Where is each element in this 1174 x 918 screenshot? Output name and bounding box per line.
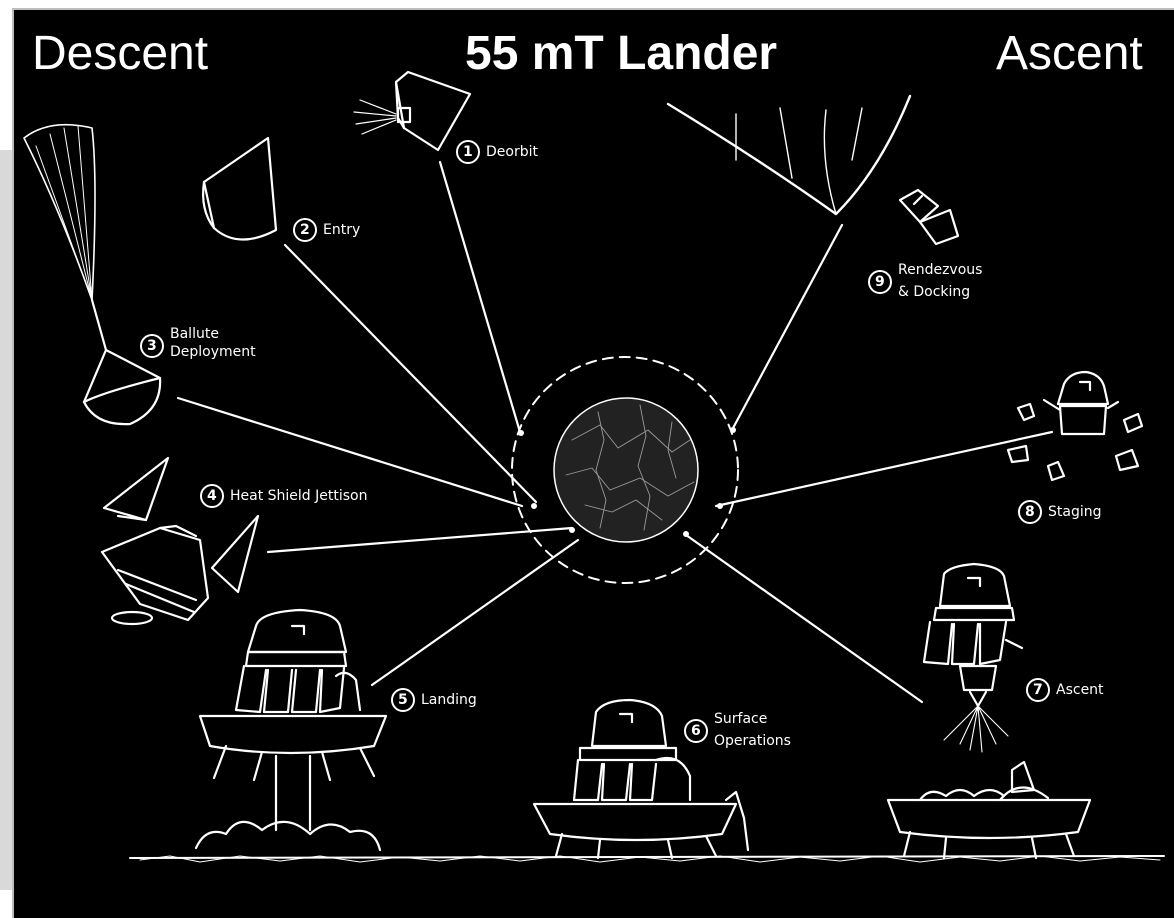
trajectory-deorbit <box>440 162 520 432</box>
stage-2-label: Entry <box>323 222 360 238</box>
lander-ascent <box>888 564 1090 858</box>
capsule-entry <box>203 138 276 240</box>
trajectory-rendezvous <box>732 225 842 430</box>
stage-1-number: 1 <box>463 144 473 160</box>
stage-6-label: Surface <box>714 711 767 727</box>
stage-3-label-line2: Deployment <box>170 344 256 360</box>
stage-3-number: 3 <box>147 338 157 354</box>
ascent-header: Ascent <box>996 30 1143 78</box>
stage-6-number: 6 <box>691 723 701 739</box>
stage-9-label-line2: & Docking <box>898 284 970 300</box>
rendezvous-vehicle <box>668 96 958 244</box>
stage-2-number: 2 <box>300 222 310 238</box>
trajectory-ascent <box>686 535 922 702</box>
stage-9-number: 9 <box>875 274 885 290</box>
trajectory-landing <box>372 540 578 685</box>
descent-header: Descent <box>32 30 208 78</box>
stage-7-number: 7 <box>1033 682 1043 698</box>
stage-6-label-line2: Operations <box>714 733 791 749</box>
trajectory-staging <box>716 432 1052 506</box>
trajectory-heat-shield <box>268 528 572 552</box>
trajectory-entry <box>285 245 536 502</box>
planet <box>554 398 698 542</box>
stage-9-label: Rendezvous <box>898 262 982 278</box>
stage-8-label: Staging <box>1048 504 1102 520</box>
stage-1-label: Deorbit <box>486 144 538 160</box>
stage-4-number: 4 <box>207 488 217 504</box>
staging-module <box>1008 372 1142 480</box>
stage-4-label: Heat Shield Jettison <box>230 488 368 504</box>
capsule-deorbit <box>354 72 470 150</box>
lander-landing <box>196 610 386 850</box>
stage-5-label: Landing <box>421 692 477 708</box>
page-title: 55 mT Lander <box>465 30 777 78</box>
heat-shield-jettison <box>102 458 258 624</box>
stage-5-number: 5 <box>398 692 408 708</box>
stage-3-label: Ballute <box>170 326 219 342</box>
stage-8-number: 8 <box>1025 504 1035 520</box>
stage-7-label: Ascent <box>1056 682 1104 698</box>
ballute-deployment <box>24 125 160 424</box>
